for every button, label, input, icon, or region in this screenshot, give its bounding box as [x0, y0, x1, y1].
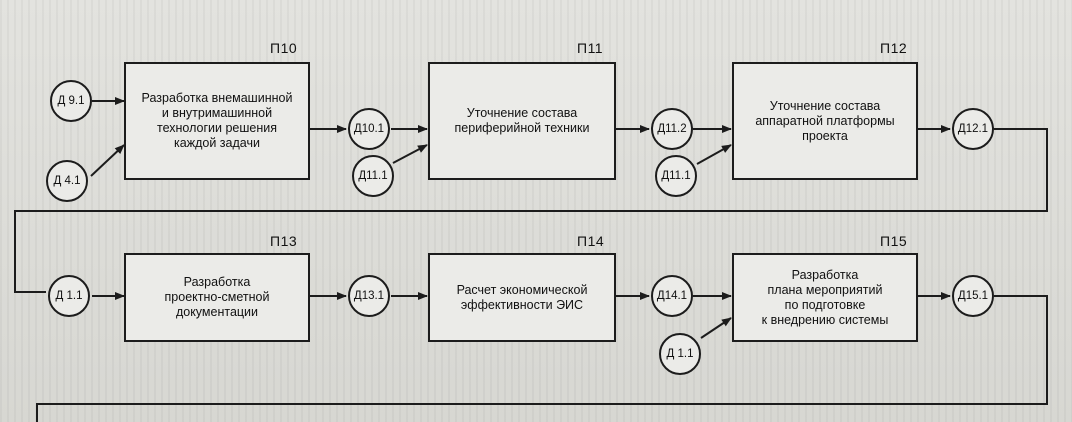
process-box-p15: Разработка плана мероприятий по подготов… — [732, 253, 918, 342]
data-node-d13-1: Д13.1 — [348, 275, 390, 317]
data-node-d4-1: Д 4.1 — [46, 160, 88, 202]
data-node-d15-1: Д15.1 — [952, 275, 994, 317]
data-node-d11-1-a: Д11.1 — [352, 155, 394, 197]
data-node-d11-2: Д11.2 — [651, 108, 693, 150]
process-code-p13: П13 — [270, 233, 298, 249]
process-code-p15: П15 — [880, 233, 908, 249]
process-box-p10: Разработка внемашинной и внутримашинной … — [124, 62, 310, 180]
process-box-p13: Разработка проектно-сметной документации — [124, 253, 310, 342]
process-box-p14: Расчет экономической эффективности ЭИС — [428, 253, 616, 342]
data-node-d1-1-a: Д 1.1 — [48, 275, 90, 317]
data-node-d12-1: Д12.1 — [952, 108, 994, 150]
data-node-d1-1-b: Д 1.1 — [659, 333, 701, 375]
process-box-p11: Уточнение состава периферийной техники — [428, 62, 616, 180]
process-code-p12: П12 — [880, 40, 908, 56]
data-node-d14-1: Д14.1 — [651, 275, 693, 317]
process-code-p10: П10 — [270, 40, 298, 56]
process-code-p11: П11 — [577, 40, 604, 56]
data-node-d11-1-b: Д11.1 — [655, 155, 697, 197]
data-node-d10-1: Д10.1 — [348, 108, 390, 150]
process-box-p12: Уточнение состава аппаратной платформы п… — [732, 62, 918, 180]
data-node-d9-1: Д 9.1 — [50, 80, 92, 122]
process-code-p14: П14 — [577, 233, 605, 249]
